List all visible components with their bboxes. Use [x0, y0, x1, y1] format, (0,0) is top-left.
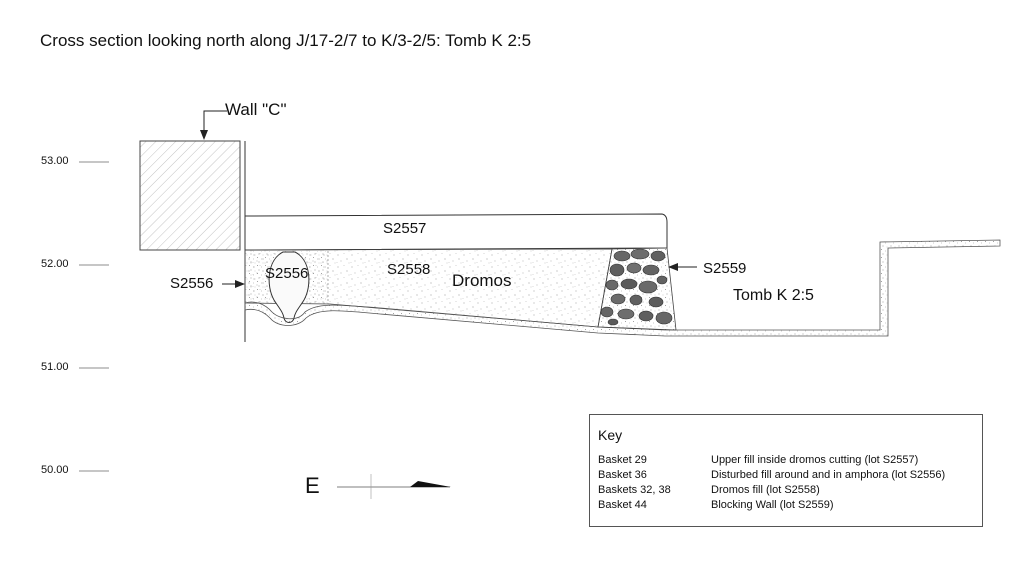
- s2558-label: S2558: [387, 261, 431, 278]
- s2559-arrowhead: [668, 263, 678, 271]
- ground-surface-band: [244, 239, 1001, 337]
- elevation-label-53: 53.00: [41, 155, 69, 167]
- key-row: Basket 44 Blocking Wall (lot S2559): [598, 499, 833, 511]
- wall-c-arrowhead: [200, 130, 208, 140]
- s2559-label: S2559: [703, 260, 747, 277]
- s2556-amphora-label: S2556: [265, 265, 309, 282]
- key-title: Key: [598, 427, 623, 443]
- s2556-arrowhead: [235, 280, 245, 288]
- key-legend: Key Basket 29 Upper fill inside dromos cu…: [589, 414, 983, 527]
- elevation-label-50: 50.00: [41, 464, 69, 476]
- key-description: Blocking Wall (lot S2559): [711, 499, 834, 511]
- page-title: Cross section looking north along J/17-2…: [40, 31, 532, 50]
- key-basket: Basket 29: [598, 454, 647, 466]
- wall-c-block: [139, 140, 241, 251]
- key-basket: Baskets 32, 38: [598, 484, 671, 496]
- key-row: Baskets 32, 38 Dromos fill (lot S2558): [598, 484, 820, 496]
- key-basket: Basket 36: [598, 469, 647, 481]
- key-basket: Basket 44: [598, 499, 647, 511]
- key-row: Basket 29 Upper fill inside dromos cuttin…: [598, 454, 918, 466]
- wall-c-leader: [203, 110, 227, 136]
- key-description: Dromos fill (lot S2558): [711, 484, 820, 496]
- wall-c-label: Wall "C": [225, 100, 287, 119]
- amphora: [268, 251, 310, 323]
- compass-east-label: E: [305, 473, 320, 498]
- north-east-arrow: [337, 474, 451, 499]
- elevation-ticks: [79, 161, 109, 472]
- key-description: Upper fill inside dromos cutting (lot S2…: [711, 454, 919, 466]
- dromos-label: Dromos: [452, 271, 512, 290]
- key-row: Basket 36 Disturbed fill around and in am…: [598, 469, 945, 481]
- s2556-outer-label: S2556: [170, 275, 214, 292]
- elevation-label-52: 52.00: [41, 258, 69, 270]
- tomb-label: Tomb K 2:5: [733, 287, 814, 304]
- s2557-layer: [244, 213, 668, 251]
- s2559-blocking-wall: [597, 247, 677, 331]
- key-description: Disturbed fill around and in amphora (lo…: [711, 469, 946, 481]
- elevation-label-51: 51.00: [41, 361, 69, 373]
- s2557-label: S2557: [383, 220, 427, 237]
